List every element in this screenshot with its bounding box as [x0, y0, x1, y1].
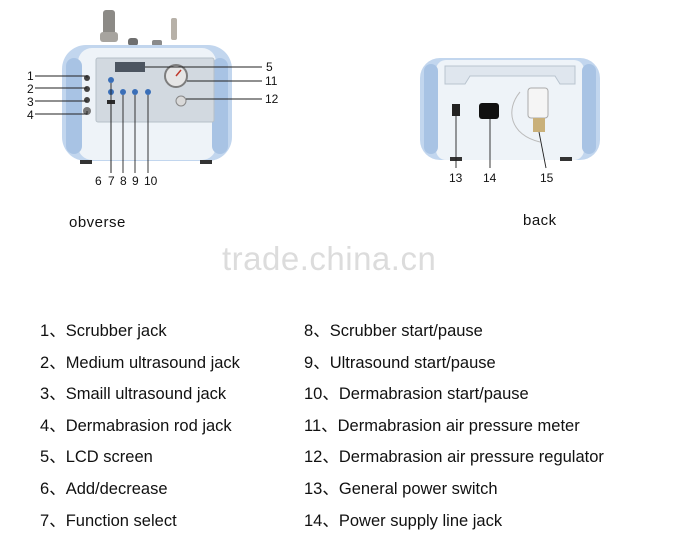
back-body	[436, 60, 584, 160]
legend-item: 2、Medium ultrasound jack	[40, 353, 240, 372]
legend-item: 13、General power switch	[304, 479, 498, 498]
front-label-11: 11	[265, 74, 278, 88]
caption-obverse: obverse	[69, 214, 126, 231]
ultrasound-probe	[128, 38, 138, 46]
legend-item: 14、Power supply line jack	[304, 511, 503, 530]
add-decrease-button	[108, 77, 114, 83]
front-label-9: 9	[132, 174, 139, 188]
jack-2	[84, 86, 90, 92]
dermabrasion-rod	[171, 18, 177, 40]
control-panel	[95, 57, 215, 123]
back-right-side	[582, 64, 596, 154]
front-label-7: 7	[108, 174, 115, 188]
legend-item: 5、LCD screen	[40, 448, 153, 467]
legend-item: 3、Smaill ultrasound jack	[40, 385, 227, 404]
back-label-13: 13	[449, 171, 463, 185]
legend-item: 11、Dermabrasion air pressure meter	[304, 416, 580, 435]
front-label-8: 8	[120, 174, 127, 188]
front-leader-lines	[35, 66, 262, 173]
legend-item: 6、Add/decrease	[40, 479, 168, 498]
device-diagram: 1 2 3 4 5 6 7 8 9 10 11 12 13 14 15	[27, 10, 600, 188]
scrubber-handpiece	[103, 10, 115, 36]
front-label-5: 5	[266, 60, 273, 74]
legend-item: 8、Scrubber start/pause	[304, 322, 483, 340]
legend-right: 8、Scrubber start/pause 9、Ultrasound star…	[304, 316, 604, 537]
jack-3	[84, 97, 90, 103]
legend-item: 9、Ultrasound start/pause	[304, 353, 496, 372]
power-switch	[452, 104, 460, 116]
front-label-6: 6	[95, 174, 102, 188]
filter-base	[533, 118, 545, 132]
ultrasound-button	[132, 89, 138, 95]
lcd-screen	[115, 62, 145, 72]
right-side-panel	[212, 58, 228, 154]
scrubber-button	[120, 89, 126, 95]
caption-back: back	[523, 212, 557, 229]
filter-cup	[527, 87, 549, 119]
legend-item: 12、Dermabrasion air pressure regulator	[304, 448, 604, 467]
front-label-3: 3	[27, 95, 34, 109]
legend-item: 1、Scrubber jack	[40, 322, 167, 340]
front-label-12: 12	[265, 92, 279, 106]
watermark: trade.china.cn	[222, 240, 437, 277]
front-device	[62, 10, 232, 164]
front-label-10: 10	[144, 174, 158, 188]
back-label-14: 14	[483, 171, 497, 185]
pressure-regulator	[175, 95, 187, 107]
front-label-4: 4	[27, 108, 34, 122]
front-label-2: 2	[27, 82, 34, 96]
back-leader-lines	[455, 116, 547, 169]
legend-item: 10、Dermabrasion start/pause	[304, 385, 529, 404]
small-probe	[152, 40, 162, 46]
legend-item: 4、Dermabrasion rod jack	[40, 416, 232, 435]
legend-item: 7、Function select	[40, 511, 177, 530]
back-left-side	[424, 64, 438, 154]
power-jack	[479, 103, 499, 119]
legend-left: 1、Scrubber jack 2、Medium ultrasound jack…	[40, 316, 240, 537]
handpiece-holder	[100, 32, 118, 42]
dermabrasion-button	[145, 89, 151, 95]
back-label-15: 15	[540, 171, 554, 185]
back-device	[420, 58, 600, 161]
front-label-1: 1	[27, 69, 34, 83]
left-side-panel	[66, 58, 82, 154]
